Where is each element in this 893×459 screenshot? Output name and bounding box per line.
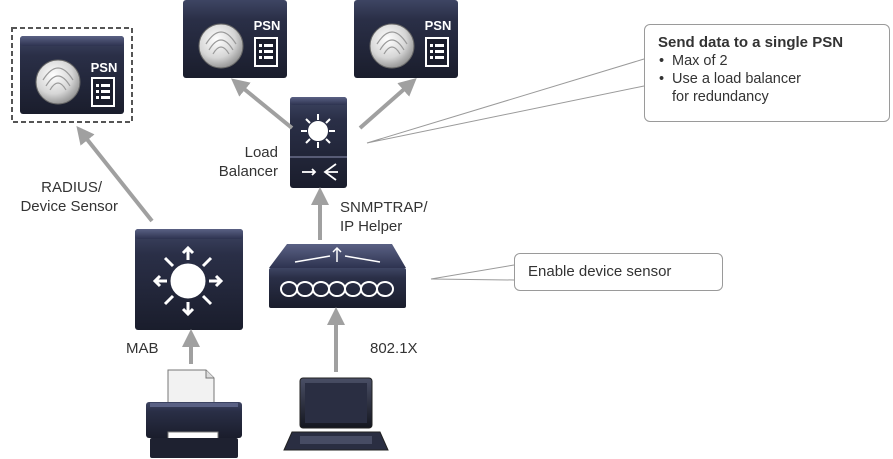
snmptrap-ip-helper-label: SNMPTRAP/ IP Helper	[340, 199, 428, 235]
fingerprint-disc-icon	[35, 59, 81, 105]
list-document-icon	[425, 37, 449, 67]
callout-psn-title: Send data to a single PSN	[658, 34, 844, 51]
psn-label: PSN	[91, 60, 118, 75]
callout-sensor-pointer	[430, 264, 515, 281]
load-balancer-label: Load Balancer	[218, 144, 278, 180]
fingerprint-disc-icon	[369, 23, 415, 69]
list-document-icon	[91, 77, 115, 107]
arrow-switch-to-psn	[76, 125, 154, 223]
callout-psn-pointer	[366, 58, 645, 144]
psn-right-node: PSN	[354, 0, 458, 78]
converging-arrows-icon	[294, 246, 381, 263]
radius-device-sensor-label: RADIUS/ Device Sensor	[20, 179, 118, 215]
callout-psn-item: Use a load balancer	[659, 70, 889, 88]
psn-label: PSN	[254, 18, 281, 33]
signal-waves-icon	[280, 281, 394, 297]
laptop-icon	[283, 377, 389, 451]
fingerprint-disc-icon	[198, 23, 244, 69]
load-balance-arrows-icon	[302, 163, 338, 181]
psn-left-node: PSN	[11, 27, 133, 123]
switch-arrows-icon	[301, 114, 335, 148]
psn-center-node: PSN	[183, 0, 287, 78]
flow-arrows	[76, 78, 417, 372]
network-device-node	[269, 244, 406, 308]
callout-sensor: Enable device sensor	[514, 253, 723, 291]
callout-psn: Send data to a single PSN Max of 2 Use a…	[644, 24, 890, 122]
mab-label: MAB	[126, 340, 159, 357]
arrow-lb-to-psn-right	[358, 78, 417, 130]
arrow-lb-to-psn-center	[231, 78, 294, 130]
callout-psn-item: for redundancy	[672, 89, 769, 105]
load-balancer-node	[290, 97, 347, 188]
switch-arrows-icon	[152, 245, 224, 317]
dot1x-label: 802.1X	[370, 340, 418, 357]
list-document-icon	[254, 37, 278, 67]
callout-psn-item: Max of 2	[659, 52, 889, 70]
psn-label: PSN	[425, 18, 452, 33]
printer-icon	[146, 369, 242, 458]
access-switch-node	[135, 229, 243, 330]
